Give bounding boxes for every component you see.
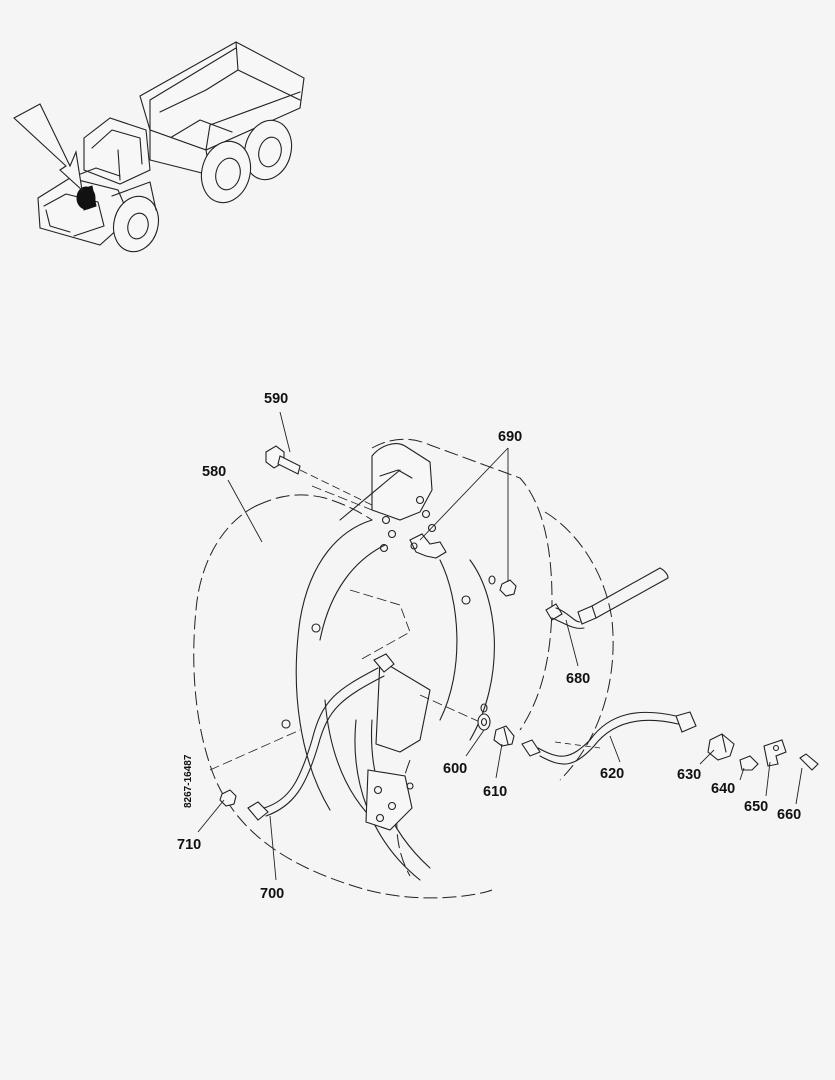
flywheel-housing-580 bbox=[193, 438, 614, 899]
callout-690: 690 bbox=[498, 429, 522, 445]
callout-700: 700 bbox=[260, 886, 284, 902]
callout-640: 640 bbox=[711, 781, 735, 797]
adapter-630 bbox=[707, 733, 735, 761]
callout-600: 600 bbox=[443, 761, 467, 777]
callout-610: 610 bbox=[483, 784, 507, 800]
washer-600 bbox=[477, 713, 491, 731]
locator-arrow-icon bbox=[13, 103, 83, 192]
fitting-710 bbox=[219, 789, 237, 807]
callout-labels: 590 580 690 680 600 610 620 630 640 650 … bbox=[177, 391, 801, 902]
callout-660: 660 bbox=[777, 807, 801, 823]
callout-620: 620 bbox=[600, 766, 624, 782]
callout-680: 680 bbox=[566, 671, 590, 687]
leader-lines bbox=[197, 411, 803, 881]
callout-650: 650 bbox=[744, 799, 768, 815]
pipe-700 bbox=[247, 653, 395, 821]
callout-580: 580 bbox=[202, 464, 226, 480]
bolt-590 bbox=[265, 445, 373, 506]
adapter-610 bbox=[493, 725, 515, 747]
callout-710: 710 bbox=[177, 837, 201, 853]
nipple-640 bbox=[739, 755, 759, 771]
elbow-fitting-690-upper bbox=[409, 533, 447, 559]
drawing-code: 8267-16487 bbox=[183, 754, 194, 808]
pipe-620 bbox=[521, 711, 697, 765]
callout-590: 590 bbox=[264, 391, 288, 407]
nut-690-lower bbox=[499, 579, 517, 597]
hose-680 bbox=[545, 567, 669, 629]
pin-660 bbox=[799, 753, 819, 771]
clamp-650 bbox=[763, 739, 787, 767]
callout-630: 630 bbox=[677, 767, 701, 783]
truck-locator-illustration bbox=[13, 41, 305, 253]
